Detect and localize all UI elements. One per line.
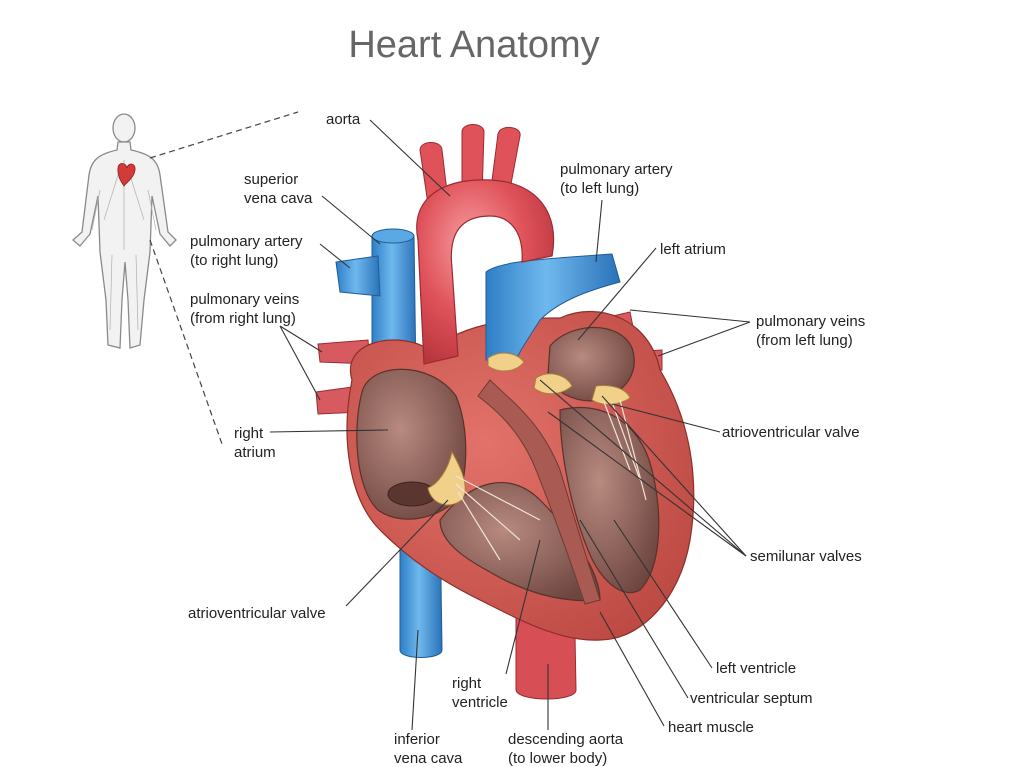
label-aorta: aorta [326,111,361,128]
zoom-line-bottom [149,239,223,445]
av-valve-mitral [591,385,631,405]
aorta-arch [416,179,555,365]
label-left-atrium: left atrium [660,241,726,258]
valves [427,352,631,506]
label-right-atrium: right atrium [234,425,276,461]
zoom-line-top [149,111,299,159]
label-pulmonary-artery-right: pulmonary artery (to right lung) [190,233,307,269]
label-semilunar-valves: semilunar valves [750,548,862,565]
body-heart-icon [117,163,136,187]
label-pulmonary-veins-right: pulmonary veins (from right lung) [190,291,303,327]
label-ventricular-septum: ventricular septum [690,690,813,707]
av-valve-tricuspid [427,450,466,506]
chordae-tendineae [455,399,647,561]
page-title: Heart Anatomy [348,24,600,66]
label-descending-aorta: descending aorta (to lower body) [508,731,627,767]
semilunar-valve-pulmonary [487,352,525,372]
label-atrioventricular-valve-left: atrioventricular valve [188,605,326,622]
semilunar-valve-aortic [533,373,573,395]
label-left-ventricle: left ventricle [716,660,796,677]
label-right-ventricle: right ventricle [452,675,508,711]
leader-lines [269,119,751,731]
right-atrium-opening [387,481,437,507]
ventricular-septum-wall [477,379,601,605]
label-pulmonary-veins-left: pulmonary veins (from left lung) [756,313,869,349]
label-atrioventricular-valve-right: atrioventricular valve [722,424,860,441]
human-body-silhouette [72,113,177,349]
label-inferior-vena-cava: inferior vena cava [394,731,463,767]
label-pulmonary-artery-left: pulmonary artery (to left lung) [560,161,677,197]
label-superior-vena-cava: superior vena cava [244,171,313,207]
right-ventricle-chamber [439,482,601,602]
body-vessels [91,160,157,331]
label-heart-muscle: heart muscle [668,719,754,736]
